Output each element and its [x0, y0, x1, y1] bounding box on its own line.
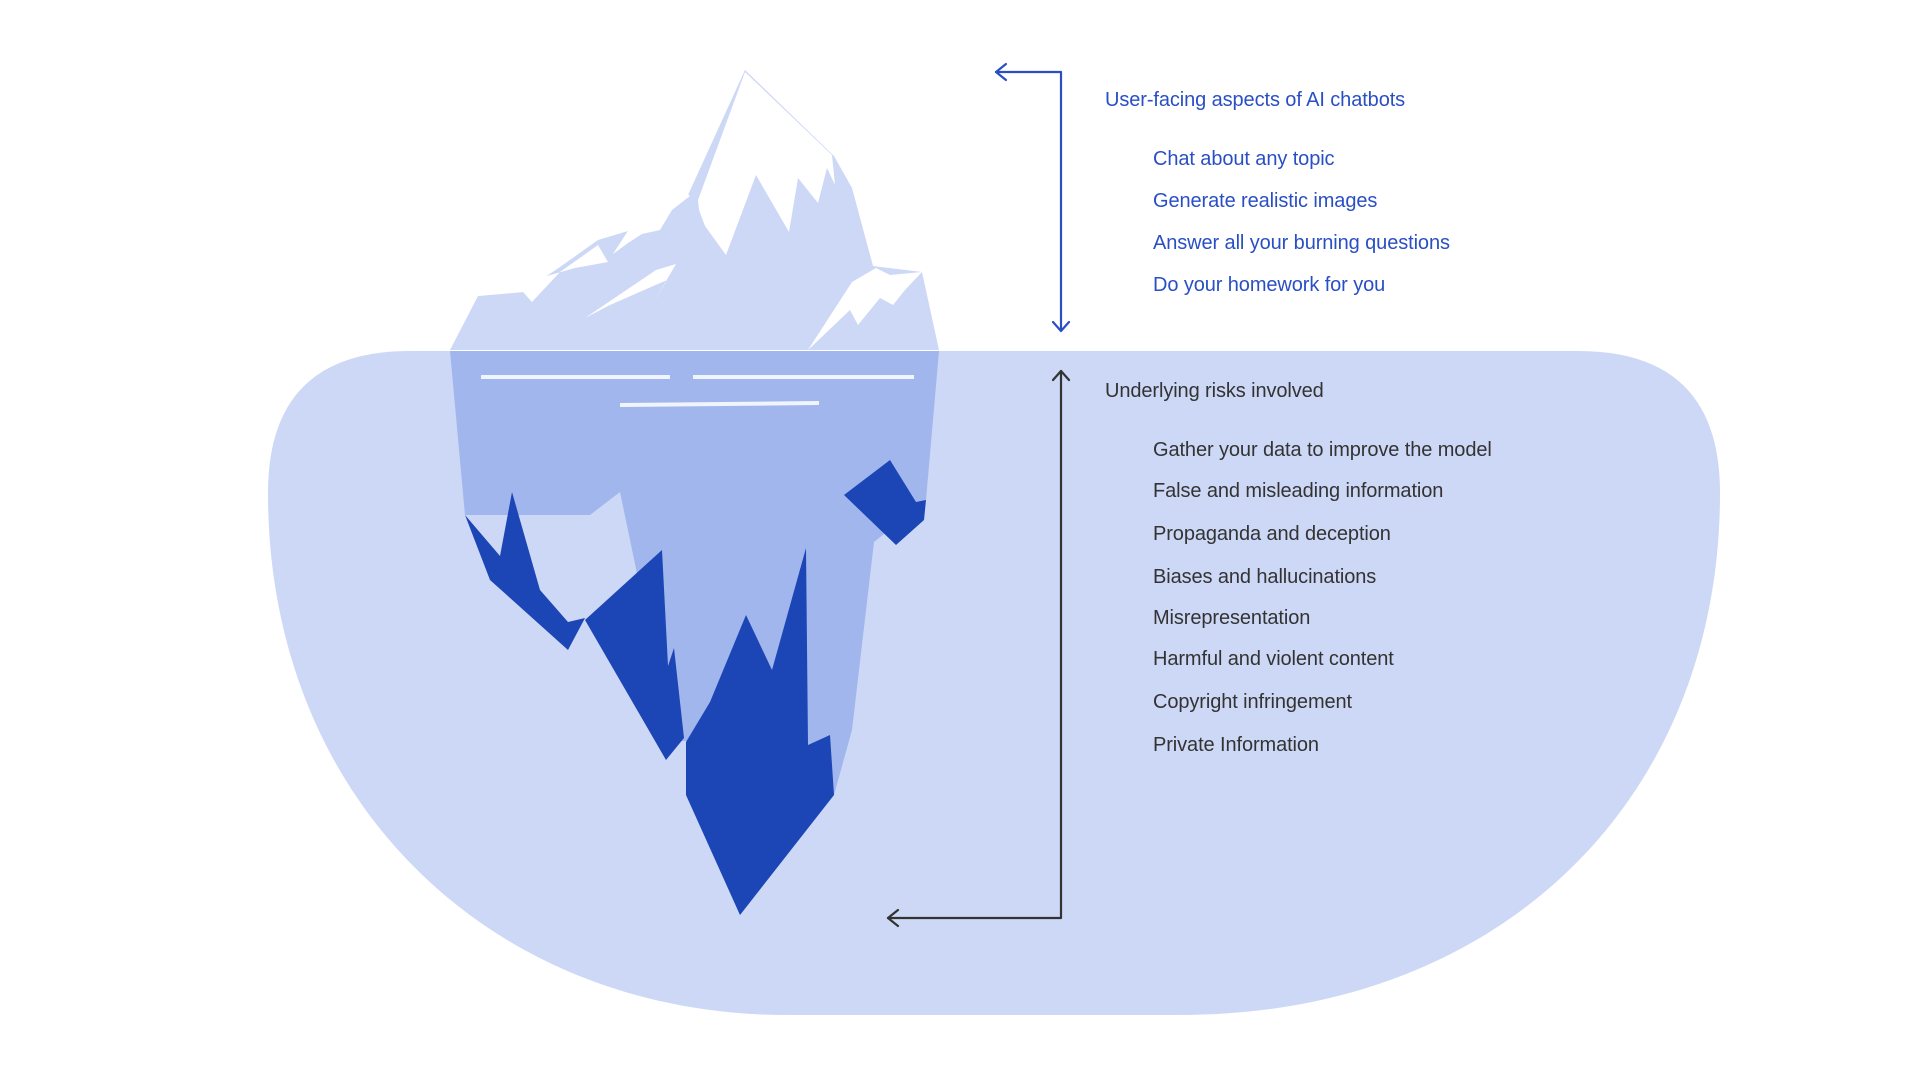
deep-shard-center — [585, 550, 684, 760]
bottom-list-item: Private Information — [1153, 734, 1319, 756]
water-line-3 — [619, 401, 820, 407]
top-list-item: Answer all your burning questions — [1153, 232, 1450, 254]
bracket-arrow-icon — [994, 62, 1071, 333]
iceberg-icon — [450, 70, 939, 915]
bottom-list-item: False and misleading information — [1153, 480, 1444, 502]
bottom-list-item: Harmful and violent content — [1153, 648, 1394, 670]
deep-shard-left — [465, 492, 585, 650]
deep-shard-right — [844, 460, 926, 545]
snow-cap-right — [808, 268, 922, 350]
bottom-list-item: Misrepresentation — [1153, 607, 1311, 629]
bottom-list-item: Biases and hallucinations — [1153, 566, 1377, 588]
top-list-item: Do your homework for you — [1153, 274, 1386, 296]
snow-cap-peak — [698, 72, 835, 255]
bottom-list-item: Propaganda and deception — [1153, 523, 1391, 545]
iceberg-top — [450, 70, 939, 350]
top-list-item: Chat about any topic — [1153, 148, 1335, 170]
snow-streak — [585, 264, 676, 318]
snow-cap-ledge — [478, 245, 608, 302]
bracket-arrow-icon — [886, 369, 1071, 928]
bottom-list-item: Copyright infringement — [1153, 691, 1353, 713]
snow-cap-left — [613, 175, 690, 254]
top-list-item: Generate realistic images — [1153, 190, 1378, 212]
top-section-heading: User-facing aspects of AI chatbots — [1105, 89, 1406, 111]
bottom-section-heading: Underlying risks involved — [1105, 380, 1324, 402]
bottom-list-item: Gather your data to improve the model — [1153, 439, 1492, 461]
deep-shard-main — [686, 548, 834, 915]
